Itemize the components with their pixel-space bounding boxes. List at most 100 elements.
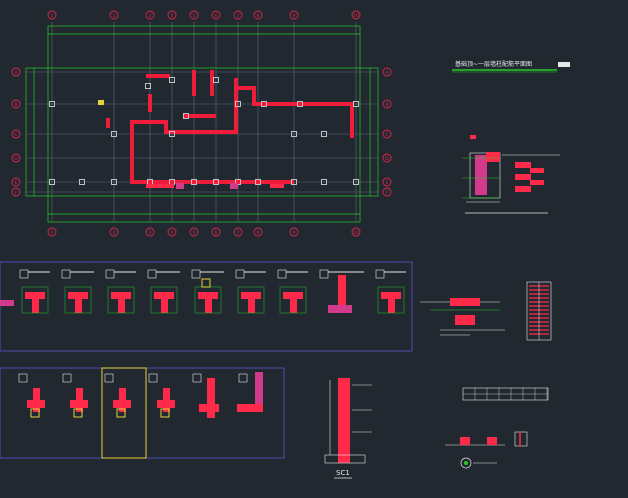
section-tag-icon [61, 269, 71, 279]
axis-bubble-label: 9 [293, 230, 296, 236]
column-section-shape [388, 295, 395, 313]
column-marker [321, 131, 327, 137]
column-section-shape [255, 372, 263, 412]
drawing-title-block: 基础顶~一层墙柱配筋平面图 [452, 60, 570, 73]
north-arrow-icon [460, 457, 472, 469]
rebar-symbol [530, 180, 544, 185]
beam-fill [450, 298, 480, 306]
beam-detail-middle [420, 298, 505, 336]
axis-bubble-label: 9 [293, 13, 296, 19]
axis-bubble-label: F [15, 190, 18, 196]
column-section-shape [237, 404, 263, 412]
detail-tag [470, 135, 476, 139]
scale-badge [558, 62, 570, 67]
column-section-highlight [30, 408, 40, 418]
beam-fill-2 [455, 315, 475, 325]
column-marker [49, 101, 55, 107]
column-section-outline [150, 286, 178, 314]
column-marker [145, 83, 151, 89]
section-tag-icon [18, 373, 28, 383]
axis-bubble-label: 4 [171, 13, 174, 19]
axis-bubble-label: 4 [171, 230, 174, 236]
column-marker [353, 179, 359, 185]
axis-bubble-label: C [14, 132, 17, 138]
column-section-outline [107, 286, 135, 314]
plan-columns [49, 77, 359, 189]
axis-bubble-label: 2 [113, 230, 116, 236]
wall-detail-upper-right [462, 135, 560, 214]
section-tag-icon [104, 373, 114, 383]
column-section-highlight [116, 408, 126, 418]
conn-block-2 [487, 437, 497, 445]
axis-bubble-label: 7 [237, 230, 240, 236]
axis-bubble [167, 10, 177, 20]
sc1-label: SC1 [336, 469, 350, 477]
column-marker [255, 179, 261, 185]
axis-bubble-label: A [385, 70, 389, 76]
conn-block-1 [460, 437, 470, 445]
column-section-shape [207, 378, 215, 418]
conn-box [514, 431, 528, 447]
column-highlight-yellow [98, 100, 104, 105]
section-tag-icon [148, 373, 158, 383]
axis-bubble [11, 153, 21, 163]
column-section-outline [21, 286, 49, 314]
axis-bubble-label: 6 [215, 13, 218, 19]
detail-cap [486, 152, 500, 162]
column-marker [291, 179, 297, 185]
section-tag-icon [19, 269, 29, 279]
column-section-shape [32, 295, 39, 313]
axis-bubble [233, 10, 243, 20]
section-tag-icon [192, 373, 202, 383]
column-section-sc1: SC1 [324, 378, 372, 479]
axis-bubble-label: B [14, 102, 17, 108]
axis-bubble [289, 227, 299, 237]
column-marker [191, 179, 197, 185]
column-marker [111, 131, 117, 137]
section-tag-icon [105, 269, 115, 279]
detail-wall-fill [475, 155, 487, 195]
axis-bubble [145, 10, 155, 20]
column-section-shape [161, 295, 168, 313]
axis-bubble-label: 6 [215, 230, 218, 236]
axis-bubble-label: D [14, 156, 18, 162]
section-tag-icon [375, 269, 385, 279]
column-marker [169, 131, 175, 137]
column-marker [321, 179, 327, 185]
axis-bubble-label: F [386, 190, 389, 196]
beam-mark [160, 184, 174, 188]
axis-bubble [382, 153, 392, 163]
axis-bubble [167, 227, 177, 237]
axis-bubble-label: C [385, 132, 388, 138]
column-marker [49, 179, 55, 185]
column-section-outline [377, 286, 405, 314]
axis-bubble-label: 3 [149, 13, 152, 19]
table-highlight-column [101, 367, 147, 459]
plan-walls [106, 70, 354, 184]
column-marker [169, 77, 175, 83]
column-section-shape [328, 305, 352, 313]
column-section-shape [76, 388, 83, 412]
column-section-shape [290, 295, 297, 313]
column-section-shape [205, 295, 212, 313]
sc1-footing [324, 454, 366, 464]
connection-details-lower-right [445, 431, 528, 469]
column-table-lower [0, 367, 285, 459]
column-marker [183, 113, 189, 119]
column-marker [213, 179, 219, 185]
axis-bubble [47, 227, 57, 237]
axis-bubble [189, 10, 199, 20]
north-arrow-center [464, 461, 468, 465]
axis-bubble [109, 10, 119, 20]
column-section-shape [248, 295, 255, 313]
axis-bubble-label: 3 [149, 230, 152, 236]
drawing-title: 基础顶~一层墙柱配筋平面图 [455, 60, 532, 68]
column-marker [297, 101, 303, 107]
axis-bubble-label: 5 [193, 230, 196, 236]
table-frame [0, 261, 413, 352]
beam-mark [146, 184, 160, 188]
wall-segment [234, 86, 354, 138]
column-section-highlight [160, 408, 170, 418]
